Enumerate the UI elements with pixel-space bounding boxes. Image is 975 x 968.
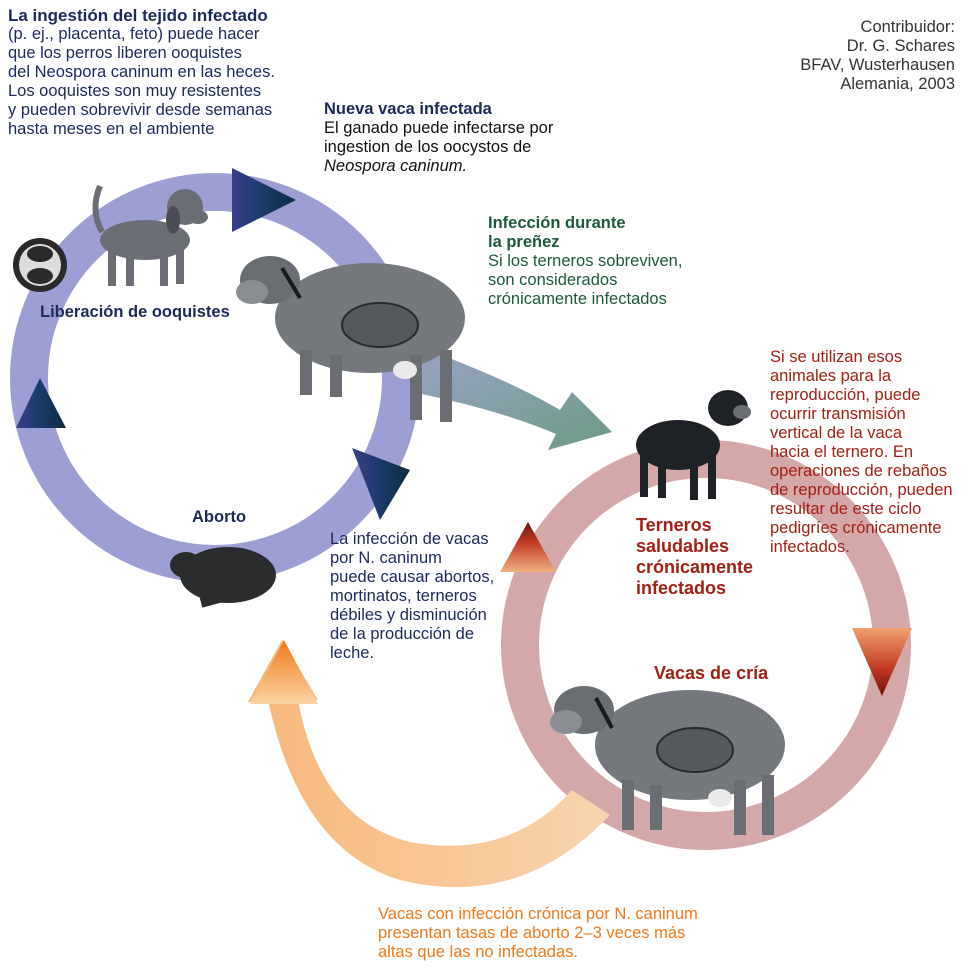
infected-cow-icon	[236, 256, 465, 422]
abortion-effects-line: por N. caninum	[330, 549, 494, 568]
chronic-rates-line: Vacas con infección crónica por N. canin…	[378, 905, 698, 924]
breeding-use-line: animales para la	[770, 367, 953, 386]
ingestion-line: del Neospora caninum en las heces.	[8, 63, 275, 82]
abortion-effects-line: puede causar abortos,	[330, 568, 494, 587]
breeding-use-line: vertical de la vaca	[770, 424, 953, 443]
breeding-use-line: Si se utilizan esos	[770, 348, 953, 367]
ingestion-block: La ingestión del tejido infectado (p. ej…	[8, 6, 275, 139]
breeding-use-line: operaciones de rebaños	[770, 462, 953, 481]
ingestion-title: La ingestión del tejido infectado	[8, 6, 275, 25]
healthy-calves-line: Terneros	[636, 515, 753, 536]
ingestion-line: hasta meses en el ambiente	[8, 120, 275, 139]
credit-line: BFAV, Wusterhausen	[760, 56, 955, 75]
breeding-use-line: ocurrir transmisión	[770, 405, 953, 424]
credit-line: Dr. G. Schares	[760, 37, 955, 56]
ingestion-line: (p. ej., placenta, feto) puede hacer	[8, 25, 275, 44]
ingestion-line: Los ooquistes son muy resistentes	[8, 82, 275, 101]
ingestion-line: y pueden sobrevivir desde semanas	[8, 101, 275, 120]
new-cow-line: El ganado puede infectarse por	[324, 119, 553, 138]
arrowhead-chronic-up	[250, 640, 318, 704]
chronic-rates-block: Vacas con infección crónica por N. canin…	[378, 905, 698, 962]
new-cow-title: Nueva vaca infectada	[324, 100, 553, 119]
new-cow-block: Nueva vaca infectada El ganado puede inf…	[324, 100, 553, 176]
pregnancy-title: la preñez	[488, 233, 682, 252]
new-cow-line: ingestion de los oocystos de	[324, 138, 553, 157]
abortion-label: Aborto	[192, 508, 246, 527]
abortion-effects-block: La infección de vacas por N. caninum pue…	[330, 530, 494, 663]
pregnancy-line: Si los terneros sobreviven,	[488, 252, 682, 271]
chronic-rates-line: presentan tasas de aborto 2–3 veces más	[378, 924, 698, 943]
aborted-fetus-icon	[170, 547, 276, 608]
oocyst-release-label: Liberación de ooquistes	[40, 303, 230, 322]
credit-line: Contribuidor:	[760, 18, 955, 37]
breeding-use-line: pedigríes crónicamente	[770, 519, 953, 538]
healthy-calves-line: crónicamente	[636, 557, 753, 578]
abortion-effects-line: mortinatos, terneros	[330, 587, 494, 606]
pregnancy-title: Infección durante	[488, 214, 682, 233]
abortion-effects-line: débiles y disminución	[330, 606, 494, 625]
healthy-calves-block: Terneros saludables crónicamente infecta…	[636, 515, 753, 599]
oocyst-icon	[13, 238, 67, 292]
new-cow-line: Neospora caninum.	[324, 157, 553, 176]
credit-block: Contribuidor: Dr. G. Schares BFAV, Wuste…	[760, 18, 955, 94]
breeding-use-line: reproducción, puede	[770, 386, 953, 405]
pregnancy-block: Infección durante la preñez Si los terne…	[488, 214, 682, 309]
abortion-effects-line: La infección de vacas	[330, 530, 494, 549]
breeding-use-line: hacia el ternero. En	[770, 443, 953, 462]
healthy-calves-line: infectados	[636, 578, 753, 599]
breeding-use-line: infectados.	[770, 538, 953, 557]
abortion-effects-line: de la producción de	[330, 625, 494, 644]
ingestion-line: que los perros liberen ooquistes	[8, 44, 275, 63]
pregnancy-line: crónicamente infectados	[488, 290, 682, 309]
credit-line: Alemania, 2003	[760, 75, 955, 94]
breeding-use-line: de reproducción, pueden	[770, 481, 953, 500]
breeding-use-line: resultar de este ciclo	[770, 500, 953, 519]
pregnancy-line: son considerados	[488, 271, 682, 290]
abortion-effects-line: leche.	[330, 644, 494, 663]
breeding-cows-label: Vacas de cría	[654, 664, 768, 683]
chronic-rates-line: altas que las no infectadas.	[378, 943, 698, 962]
breeding-use-block: Si se utilizan esos animales para la rep…	[770, 348, 953, 557]
healthy-calves-line: saludables	[636, 536, 753, 557]
